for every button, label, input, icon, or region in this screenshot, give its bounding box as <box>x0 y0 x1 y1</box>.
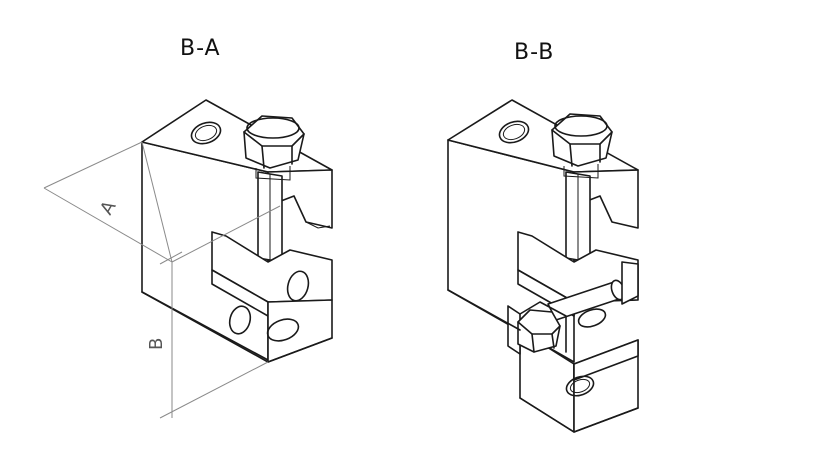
view-title-ba: B-A <box>180 36 221 61</box>
view-title-bb: B-B <box>514 40 555 65</box>
dimension-b-label: B <box>146 338 167 350</box>
clamp-bb <box>447 99 639 433</box>
dimension-a-label: A <box>96 197 121 219</box>
clamp-ba: A B <box>43 99 333 419</box>
